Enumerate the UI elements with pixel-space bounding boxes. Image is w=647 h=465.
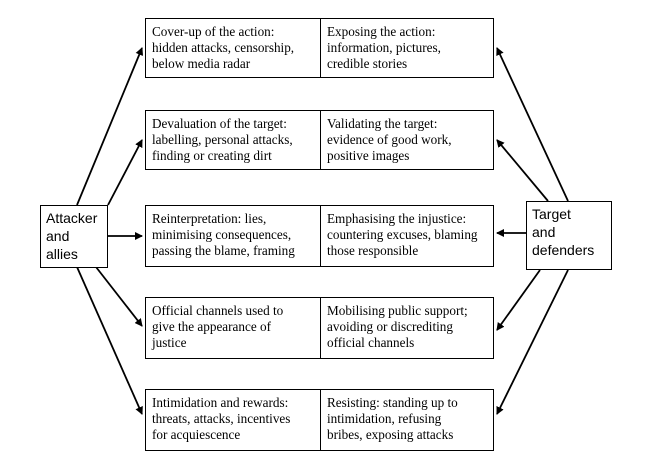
target-label-line: and — [532, 224, 556, 240]
counter-line: intimidation, refusing — [327, 411, 442, 426]
tactic-line: threats, attacks, incentives — [152, 411, 291, 426]
counter-line: evidence of good work, — [327, 132, 452, 147]
counter-tactic-box-5: Resisting: standing up to intimidation, … — [320, 389, 494, 451]
tactic-line: passing the blame, framing — [152, 243, 295, 258]
counter-line: credible stories — [327, 56, 408, 71]
attacker-tactic-box-1: Cover-up of the action: hidden attacks, … — [145, 18, 321, 78]
target-label-line: Target — [532, 206, 571, 222]
tactic-line: for acquiescence — [152, 427, 241, 442]
counter-tactic-box-4: Mobilising public support; avoiding or d… — [320, 297, 494, 359]
tactic-line: below media radar — [152, 56, 251, 71]
counter-line: Validating the target: — [327, 116, 438, 131]
tactic-line: minimising consequences, — [152, 227, 292, 242]
tactic-line: Intimidation and rewards: — [152, 395, 289, 410]
arrow-target-to-row-1 — [496, 47, 569, 202]
counter-line: information, pictures, — [327, 40, 441, 55]
attacker-tactic-box-5: Intimidation and rewards: threats, attac… — [145, 389, 321, 451]
counter-line: positive images — [327, 148, 410, 163]
counter-line: countering excuses, blaming — [327, 227, 478, 242]
tactic-line: Reinterpretation: lies, — [152, 211, 267, 226]
arrow-attacker-to-row-5 — [76, 266, 143, 415]
arrow-target-to-row-4 — [496, 269, 541, 331]
counter-line: avoiding or discrediting — [327, 319, 453, 334]
tactic-line: Official channels used to — [152, 303, 284, 318]
tactic-line: hidden attacks, censorship, — [152, 40, 295, 55]
counter-tactic-box-1: Exposing the action: information, pictur… — [320, 18, 494, 78]
attacker-label-line: and — [46, 228, 70, 244]
tactic-line: justice — [152, 335, 187, 350]
attacker-tactic-box-3: Reinterpretation: lies, minimising conse… — [145, 205, 321, 267]
counter-line: Resisting: standing up to — [327, 395, 458, 410]
target-label-line: defenders — [532, 242, 595, 258]
tactic-line: finding or creating dirt — [152, 148, 272, 163]
tactic-line: Devaluation of the target: — [152, 116, 287, 131]
attacker-tactic-box-4: Official channels used to give the appea… — [145, 297, 321, 359]
arrow-attacker-to-row-4 — [95, 266, 143, 327]
target-box: Target and defenders — [526, 201, 612, 270]
tactic-line: labelling, personal attacks, — [152, 132, 293, 147]
arrow-target-to-row-5 — [496, 269, 569, 415]
counter-line: those responsible — [327, 243, 419, 258]
arrow-attacker-to-row-1 — [76, 47, 144, 206]
attacker-label-line: Attacker — [46, 210, 98, 226]
counter-tactic-box-2: Validating the target: evidence of good … — [320, 110, 494, 170]
tactic-line: give the appearance of — [152, 319, 271, 334]
counter-line: bribes, exposing attacks — [327, 427, 454, 442]
counter-line: Exposing the action: — [327, 24, 436, 39]
attacker-label-line: allies — [46, 246, 78, 262]
tactic-line: Cover-up of the action: — [152, 24, 275, 39]
arrow-target-to-row-2 — [496, 139, 549, 202]
counter-line: official channels — [327, 335, 415, 350]
counter-line: Mobilising public support; — [327, 303, 468, 318]
attacker-tactic-box-2: Devaluation of the target: labelling, pe… — [145, 110, 321, 170]
attacker-box: Attacker and allies — [40, 205, 108, 268]
counter-line: Emphasising the injustice: — [327, 211, 467, 226]
counter-tactic-box-3: Emphasising the injustice: countering ex… — [320, 205, 494, 267]
arrow-attacker-to-row-2 — [107, 139, 143, 206]
